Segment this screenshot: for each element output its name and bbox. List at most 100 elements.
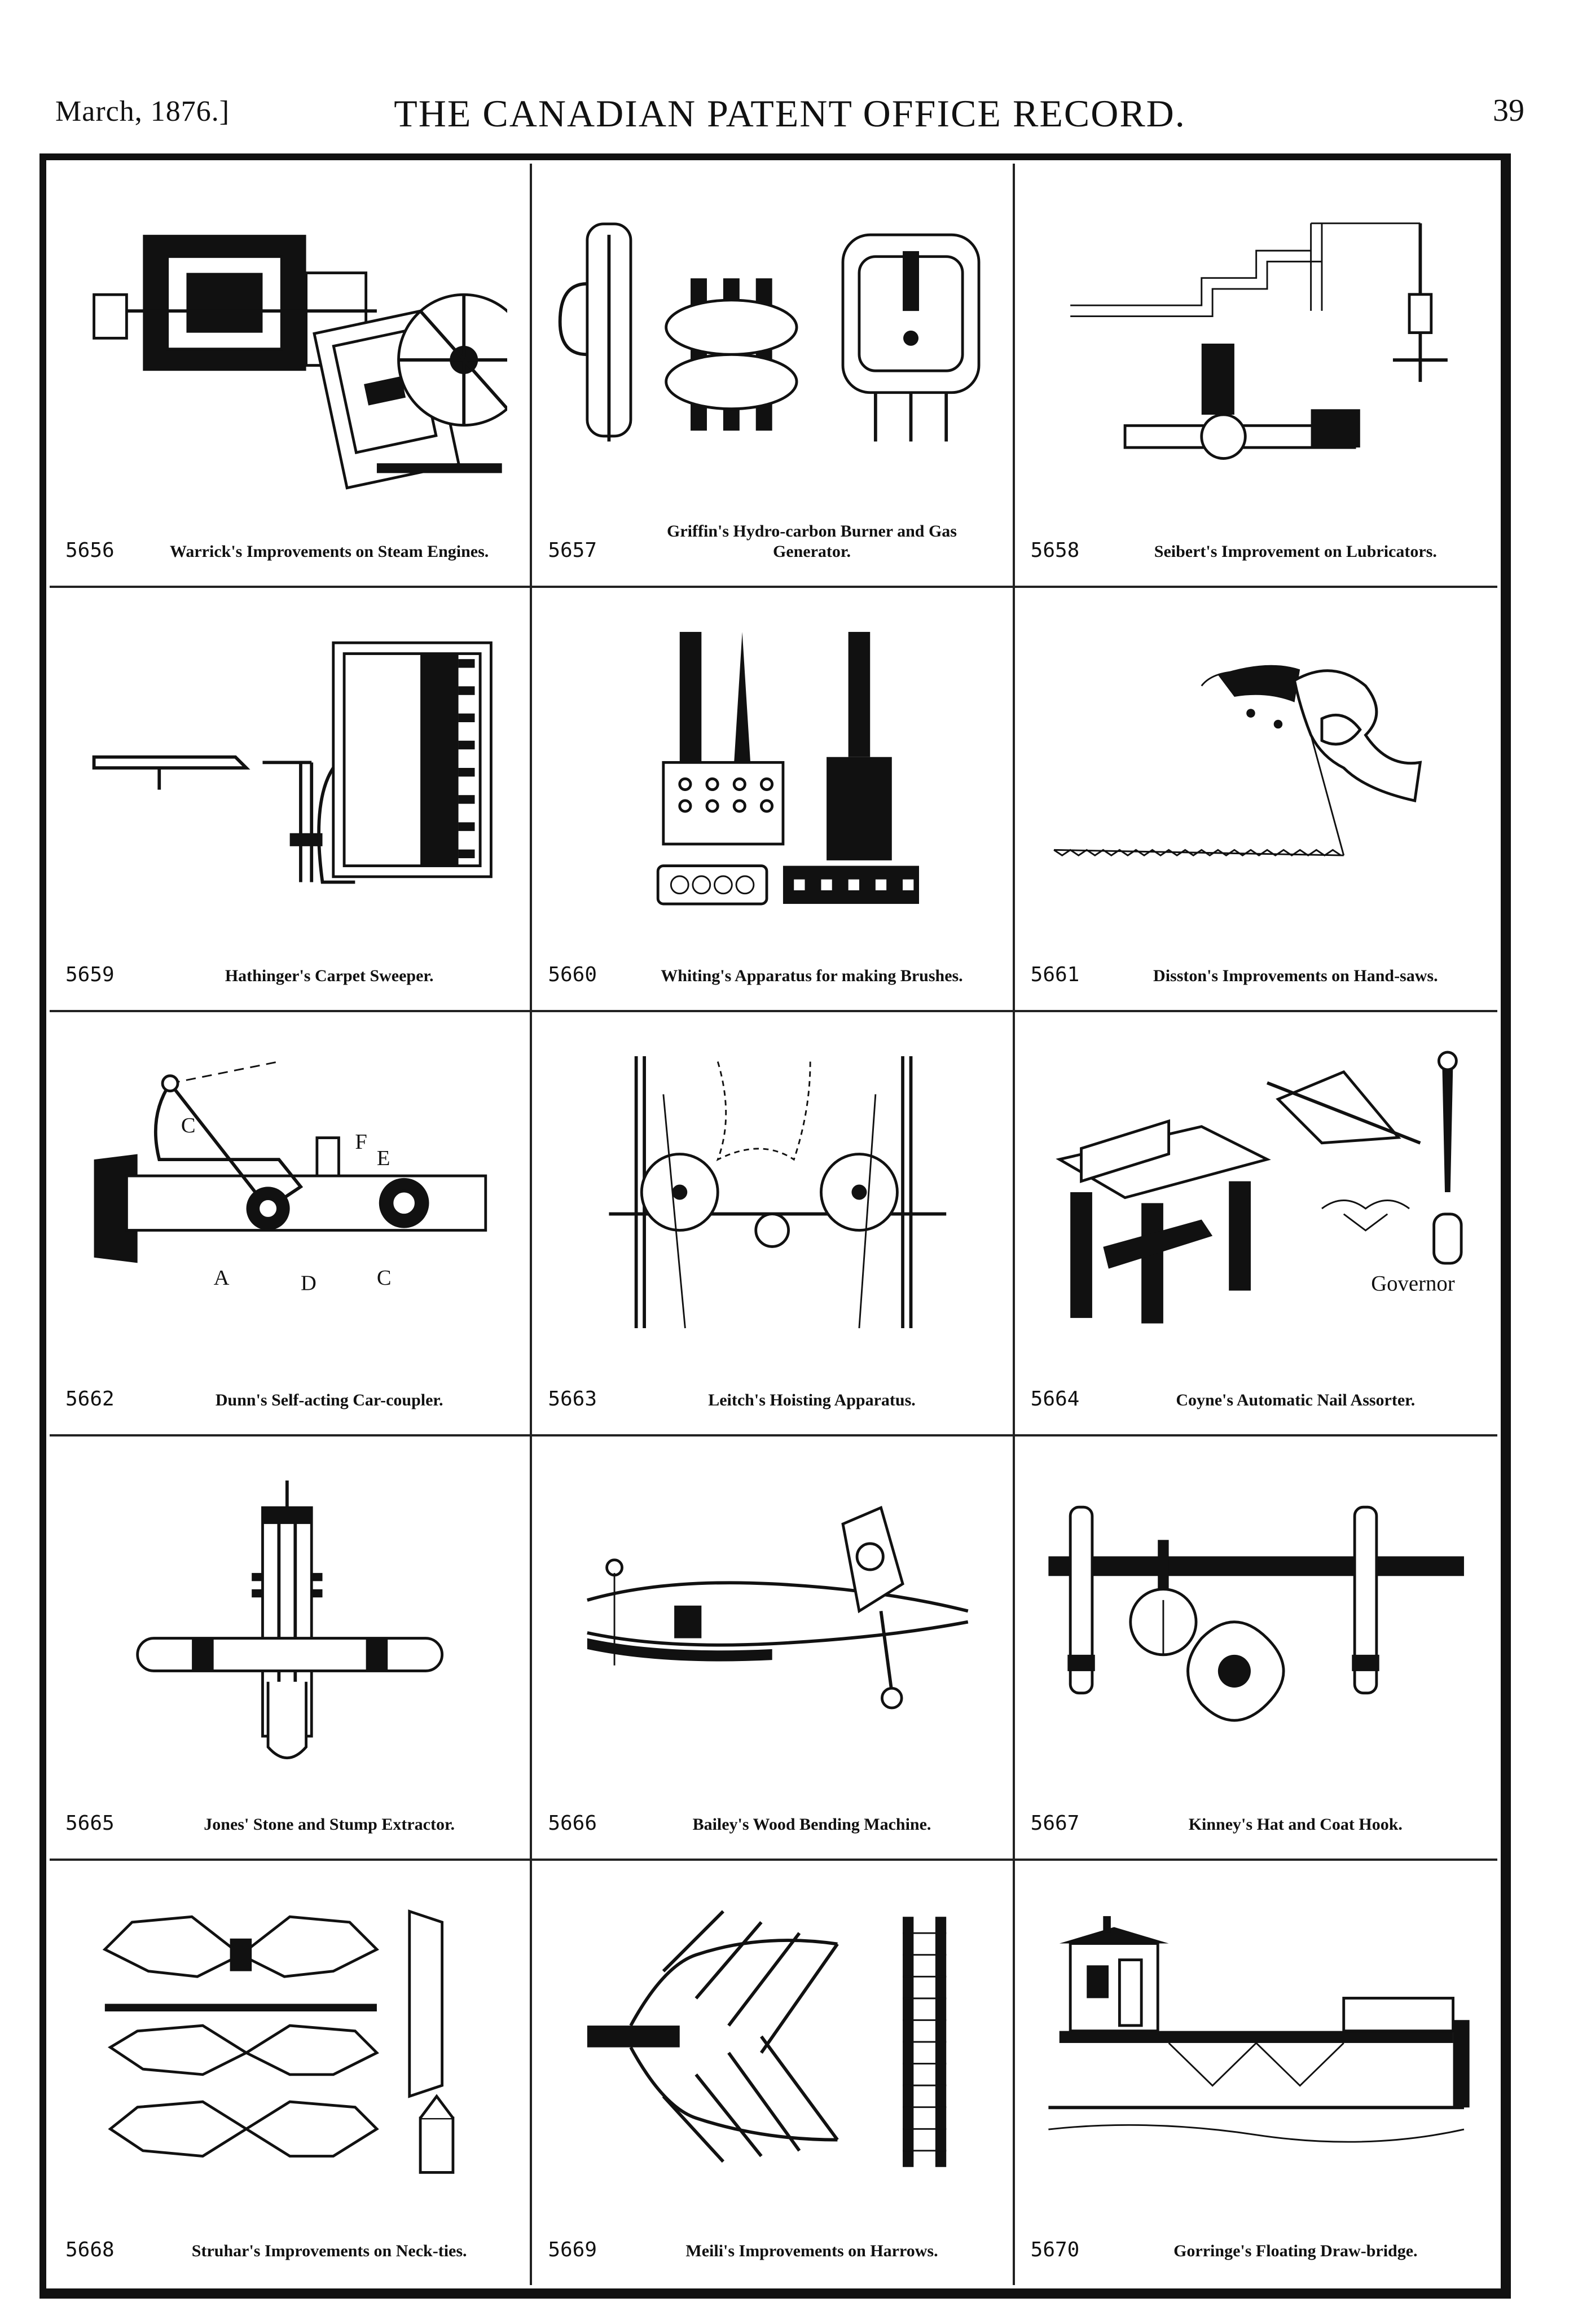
entry-caption: 5667 Kinney's Hat and Coat Hook. <box>1031 1783 1482 1845</box>
patent-number: 5662 <box>65 1387 115 1411</box>
patent-title: Disston's Improvements on Hand-saws. <box>1153 966 1438 985</box>
patent-number: 5666 <box>548 1812 597 1835</box>
patent-number: 5664 <box>1030 1387 1080 1411</box>
publication-title: THE CANADIAN PATENT OFFICE RECORD. <box>394 92 1186 135</box>
patent-title: Struhar's Improvements on Neck-ties. <box>191 2242 467 2260</box>
patent-illustration <box>72 1883 507 2200</box>
figure-label: C <box>377 1266 392 1290</box>
patent-illustration <box>555 1459 990 1774</box>
harrow-illustration <box>587 1910 947 2167</box>
patent-number: 5661 <box>1030 963 1080 986</box>
figure-label: A <box>214 1266 230 1290</box>
draw-bridge-illustration <box>1048 1916 1470 2143</box>
entry-caption: 5658 Seibert's Improvement on Lubricator… <box>1031 510 1482 572</box>
patent-entry: 5670 Gorringe's Floating Draw-bridge. <box>1015 1861 1497 2285</box>
patent-entry: 5660 Whiting's Apparatus for making Brus… <box>532 588 1015 1012</box>
patent-entry: 5667 Kinney's Hat and Coat Hook. <box>1014 1436 1497 1861</box>
patent-entry: 5665 Jones' Stone and Stump Extractor. <box>50 1436 533 1861</box>
patent-plate-frame: 5656 Warrick's Improvements on Steam Eng… <box>39 153 1511 2299</box>
patent-illustration <box>72 610 507 925</box>
patent-number: 5656 <box>65 539 115 562</box>
figure-label: F <box>355 1130 367 1154</box>
carpet-sweeper-illustration <box>92 641 493 884</box>
patent-entry: C F E A D C 5662 Dunn's Self-acting Car-… <box>50 1012 533 1436</box>
neck-tie-illustration <box>102 1909 455 2174</box>
entry-caption: 5656 Warrick's Improvements on Steam Eng… <box>65 510 514 572</box>
patent-entry: 5657 Griffin's Hydro-carbon Burner and G… <box>532 164 1015 588</box>
patent-illustration <box>555 610 990 925</box>
figure-label: Governor <box>1371 1271 1455 1295</box>
patent-entry: 5661 Disston's Improvements on Hand-saws… <box>1014 588 1497 1012</box>
patent-illustration <box>1038 610 1475 925</box>
entry-caption: 5668 Struhar's Improvements on Neck-ties… <box>65 2209 514 2272</box>
page-header: March, 1876.] THE CANADIAN PATENT OFFICE… <box>51 85 1529 152</box>
patent-entry: 5656 Warrick's Improvements on Steam Eng… <box>50 164 533 588</box>
entry-caption: 5657 Griffin's Hydro-carbon Burner and G… <box>548 510 996 572</box>
page-number: 39 <box>1493 93 1524 128</box>
entry-caption: 5669 Meili's Improvements on Harrows. <box>548 2209 996 2272</box>
entry-caption: 5660 Whiting's Apparatus for making Brus… <box>548 934 996 996</box>
figure-label: D <box>301 1272 317 1295</box>
patent-title: Jones' Stone and Stump Extractor. <box>204 1815 455 1834</box>
patent-illustration <box>555 186 990 501</box>
patent-title: Gorringe's Floating Draw-bridge. <box>1173 2242 1418 2260</box>
patent-number: 5665 <box>65 1812 115 1835</box>
patent-title: Dunn's Self-acting Car-coupler. <box>215 1391 443 1409</box>
patent-title: Leitch's Hoisting Apparatus. <box>708 1391 916 1409</box>
patent-number: 5659 <box>65 963 115 986</box>
lubricator-illustration <box>1070 222 1448 460</box>
hoisting-apparatus-illustration <box>609 1056 947 1329</box>
patent-illustration: C F E A D C <box>72 1035 507 1350</box>
patent-number: 5663 <box>548 1387 597 1411</box>
stump-extractor-illustration <box>136 1480 444 1760</box>
patent-title: Seibert's Improvement on Lubricators. <box>1154 542 1437 561</box>
patent-title: Griffin's Hydro-carbon Burner and Gas Ge… <box>667 522 957 561</box>
patent-entry: 5659 Hathinger's Carpet Sweeper. <box>50 588 533 1012</box>
brush-apparatus-illustration <box>657 631 920 906</box>
patent-illustration <box>72 186 530 501</box>
patent-entry: 5669 Meili's Improvements on Harrows. <box>532 1861 1015 2285</box>
patent-number: 5667 <box>1030 1812 1080 1835</box>
patent-number: 5670 <box>1030 2238 1080 2261</box>
patent-title: Warrick's Improvements on Steam Engines. <box>170 542 489 561</box>
hydrocarbon-burner-illustration <box>559 222 981 442</box>
hand-saw-illustration <box>1053 665 1422 856</box>
patent-illustration <box>72 1459 507 1774</box>
entry-caption: 5659 Hathinger's Carpet Sweeper. <box>65 934 514 996</box>
patent-title: Whiting's Apparatus for making Brushes. <box>661 966 963 985</box>
patent-illustration: Governor <box>1038 1035 1475 1350</box>
patent-title: Kinney's Hat and Coat Hook. <box>1188 1815 1403 1834</box>
patent-number: 5657 <box>548 539 597 562</box>
nail-assorter-illustration: Governor <box>1055 1051 1463 1324</box>
entry-caption: 5665 Jones' Stone and Stump Extractor. <box>65 1783 514 1845</box>
figure-label: C <box>181 1114 196 1137</box>
patent-title: Hathinger's Carpet Sweeper. <box>225 966 434 985</box>
patent-entry: 5666 Bailey's Wood Bending Machine. <box>532 1436 1015 1861</box>
patent-illustration <box>1038 1883 1475 2200</box>
patent-entry: 5658 Seibert's Improvement on Lubricator… <box>1014 164 1497 588</box>
patent-title: Meili's Improvements on Harrows. <box>685 2242 938 2260</box>
patent-title: Coyne's Automatic Nail Assorter. <box>1176 1391 1416 1409</box>
steam-engine-illustration <box>93 235 530 490</box>
entry-caption: 5663 Leitch's Hoisting Apparatus. <box>548 1359 996 1421</box>
patent-entry: 5663 Leitch's Hoisting Apparatus. <box>532 1012 1015 1436</box>
patent-illustration <box>555 1883 990 2200</box>
patent-grid: 5656 Warrick's Improvements on Steam Eng… <box>50 164 1497 2285</box>
patent-number: 5669 <box>548 2238 597 2261</box>
wood-bending-machine-illustration <box>587 1505 969 1710</box>
patent-illustration <box>555 1035 990 1350</box>
entry-caption: 5662 Dunn's Self-acting Car-coupler. <box>65 1359 514 1421</box>
patent-entry: Governor 5664 Coyne's Automatic Nail Ass… <box>1014 1012 1497 1436</box>
patent-title: Bailey's Wood Bending Machine. <box>692 1815 931 1834</box>
entry-caption: 5666 Bailey's Wood Bending Machine. <box>548 1783 996 1845</box>
figure-label: E <box>377 1146 390 1170</box>
patent-number: 5658 <box>1030 539 1080 562</box>
patent-number: 5660 <box>548 963 597 986</box>
patent-entry: 5668 Struhar's Improvements on Neck-ties… <box>50 1861 533 2285</box>
patent-illustration <box>1038 1459 1475 1774</box>
car-coupler-illustration: C F E A D C <box>94 1061 487 1295</box>
hat-coat-hook-illustration <box>1048 1505 1464 1722</box>
entry-caption: 5670 Gorringe's Floating Draw-bridge. <box>1031 2209 1482 2272</box>
entry-caption: 5664 Coyne's Automatic Nail Assorter. <box>1031 1359 1482 1421</box>
entry-caption: 5661 Disston's Improvements on Hand-saws… <box>1031 934 1482 996</box>
